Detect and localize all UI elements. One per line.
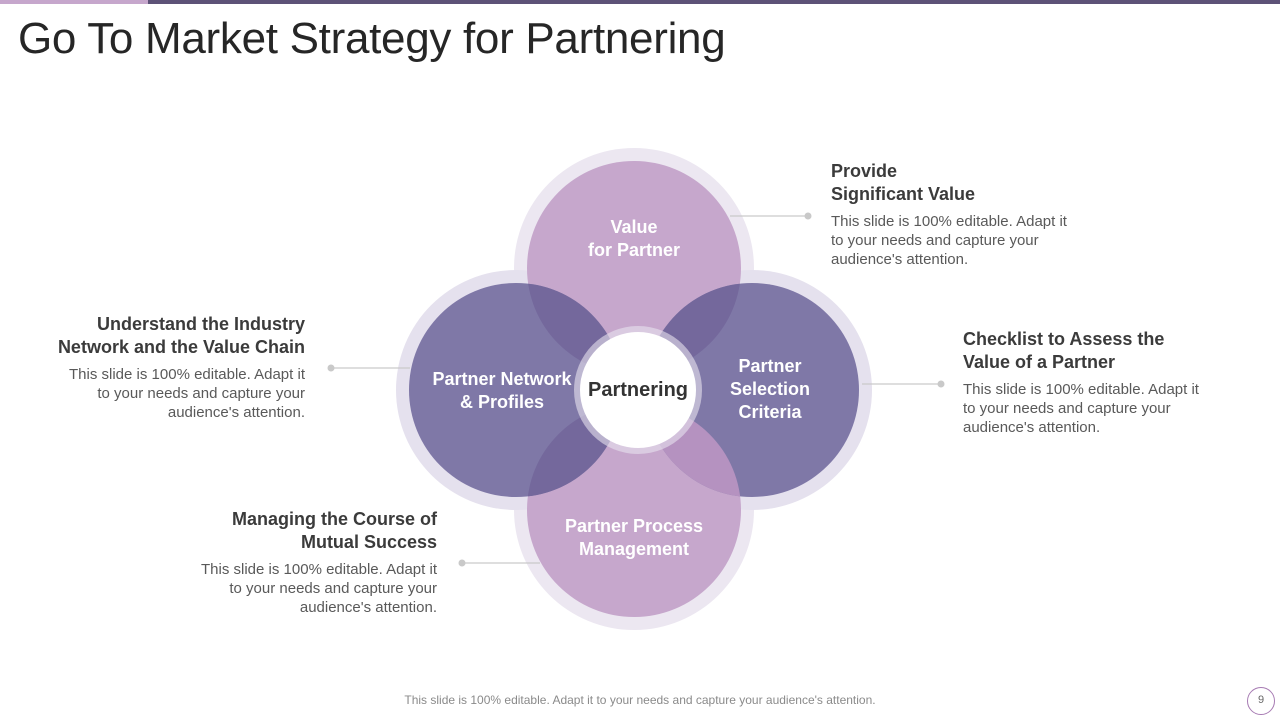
top-bar [0, 0, 1280, 4]
callout-right-heading: Checklist to Assess the Value of a Partn… [963, 329, 1165, 372]
callout-right-body: This slide is 100% editable. Adapt it to… [963, 381, 1199, 436]
center-label: Partnering [587, 379, 689, 401]
callout-left-body: This slide is 100% editable. Adapt it to… [69, 366, 305, 421]
overlap-bottom-right [645, 403, 741, 497]
callout-top-right: Provide Significant Value This slide is … [831, 160, 1121, 269]
callout-bottom-left-body: This slide is 100% editable. Adapt it to… [201, 561, 437, 616]
overlap-top-left [527, 283, 623, 375]
left-circle-label: Partner Network & Profiles [432, 369, 572, 412]
callout-top-right-heading: Provide Significant Value [831, 161, 976, 204]
connector-dot-right [937, 380, 945, 388]
right-circle-label: Partner Selection Criteria [729, 356, 811, 422]
callout-right: Checklist to Assess the Value of a Partn… [963, 328, 1253, 437]
slide-footer: This slide is 100% editable. Adapt it to… [404, 693, 876, 707]
connector-dot-top-right [804, 212, 812, 220]
callout-bottom-left-heading: Managing the Course of Mutual Success [231, 509, 437, 552]
top-circle-label: Value for Partner [587, 217, 681, 260]
callout-top-right-body: This slide is 100% editable. Adapt it to… [831, 213, 1067, 268]
slide-title: Go To Market Strategy for Partnering [18, 14, 726, 63]
callout-left-heading: Understand the Industry Network and the … [57, 314, 305, 357]
connector-dot-left [327, 364, 335, 372]
bottom-circle-label: Partner Process Management [564, 516, 704, 559]
connector-dot-bottom-left [458, 559, 466, 567]
top-bar-accent [0, 0, 148, 4]
center-circle [580, 332, 696, 448]
callout-bottom-left: Managing the Course of Mutual Success Th… [146, 508, 437, 617]
overlap-top-right [645, 283, 741, 375]
callout-left: Understand the Industry Network and the … [24, 313, 305, 422]
overlap-bottom-left [527, 403, 623, 497]
page-number: 9 [1247, 687, 1275, 715]
